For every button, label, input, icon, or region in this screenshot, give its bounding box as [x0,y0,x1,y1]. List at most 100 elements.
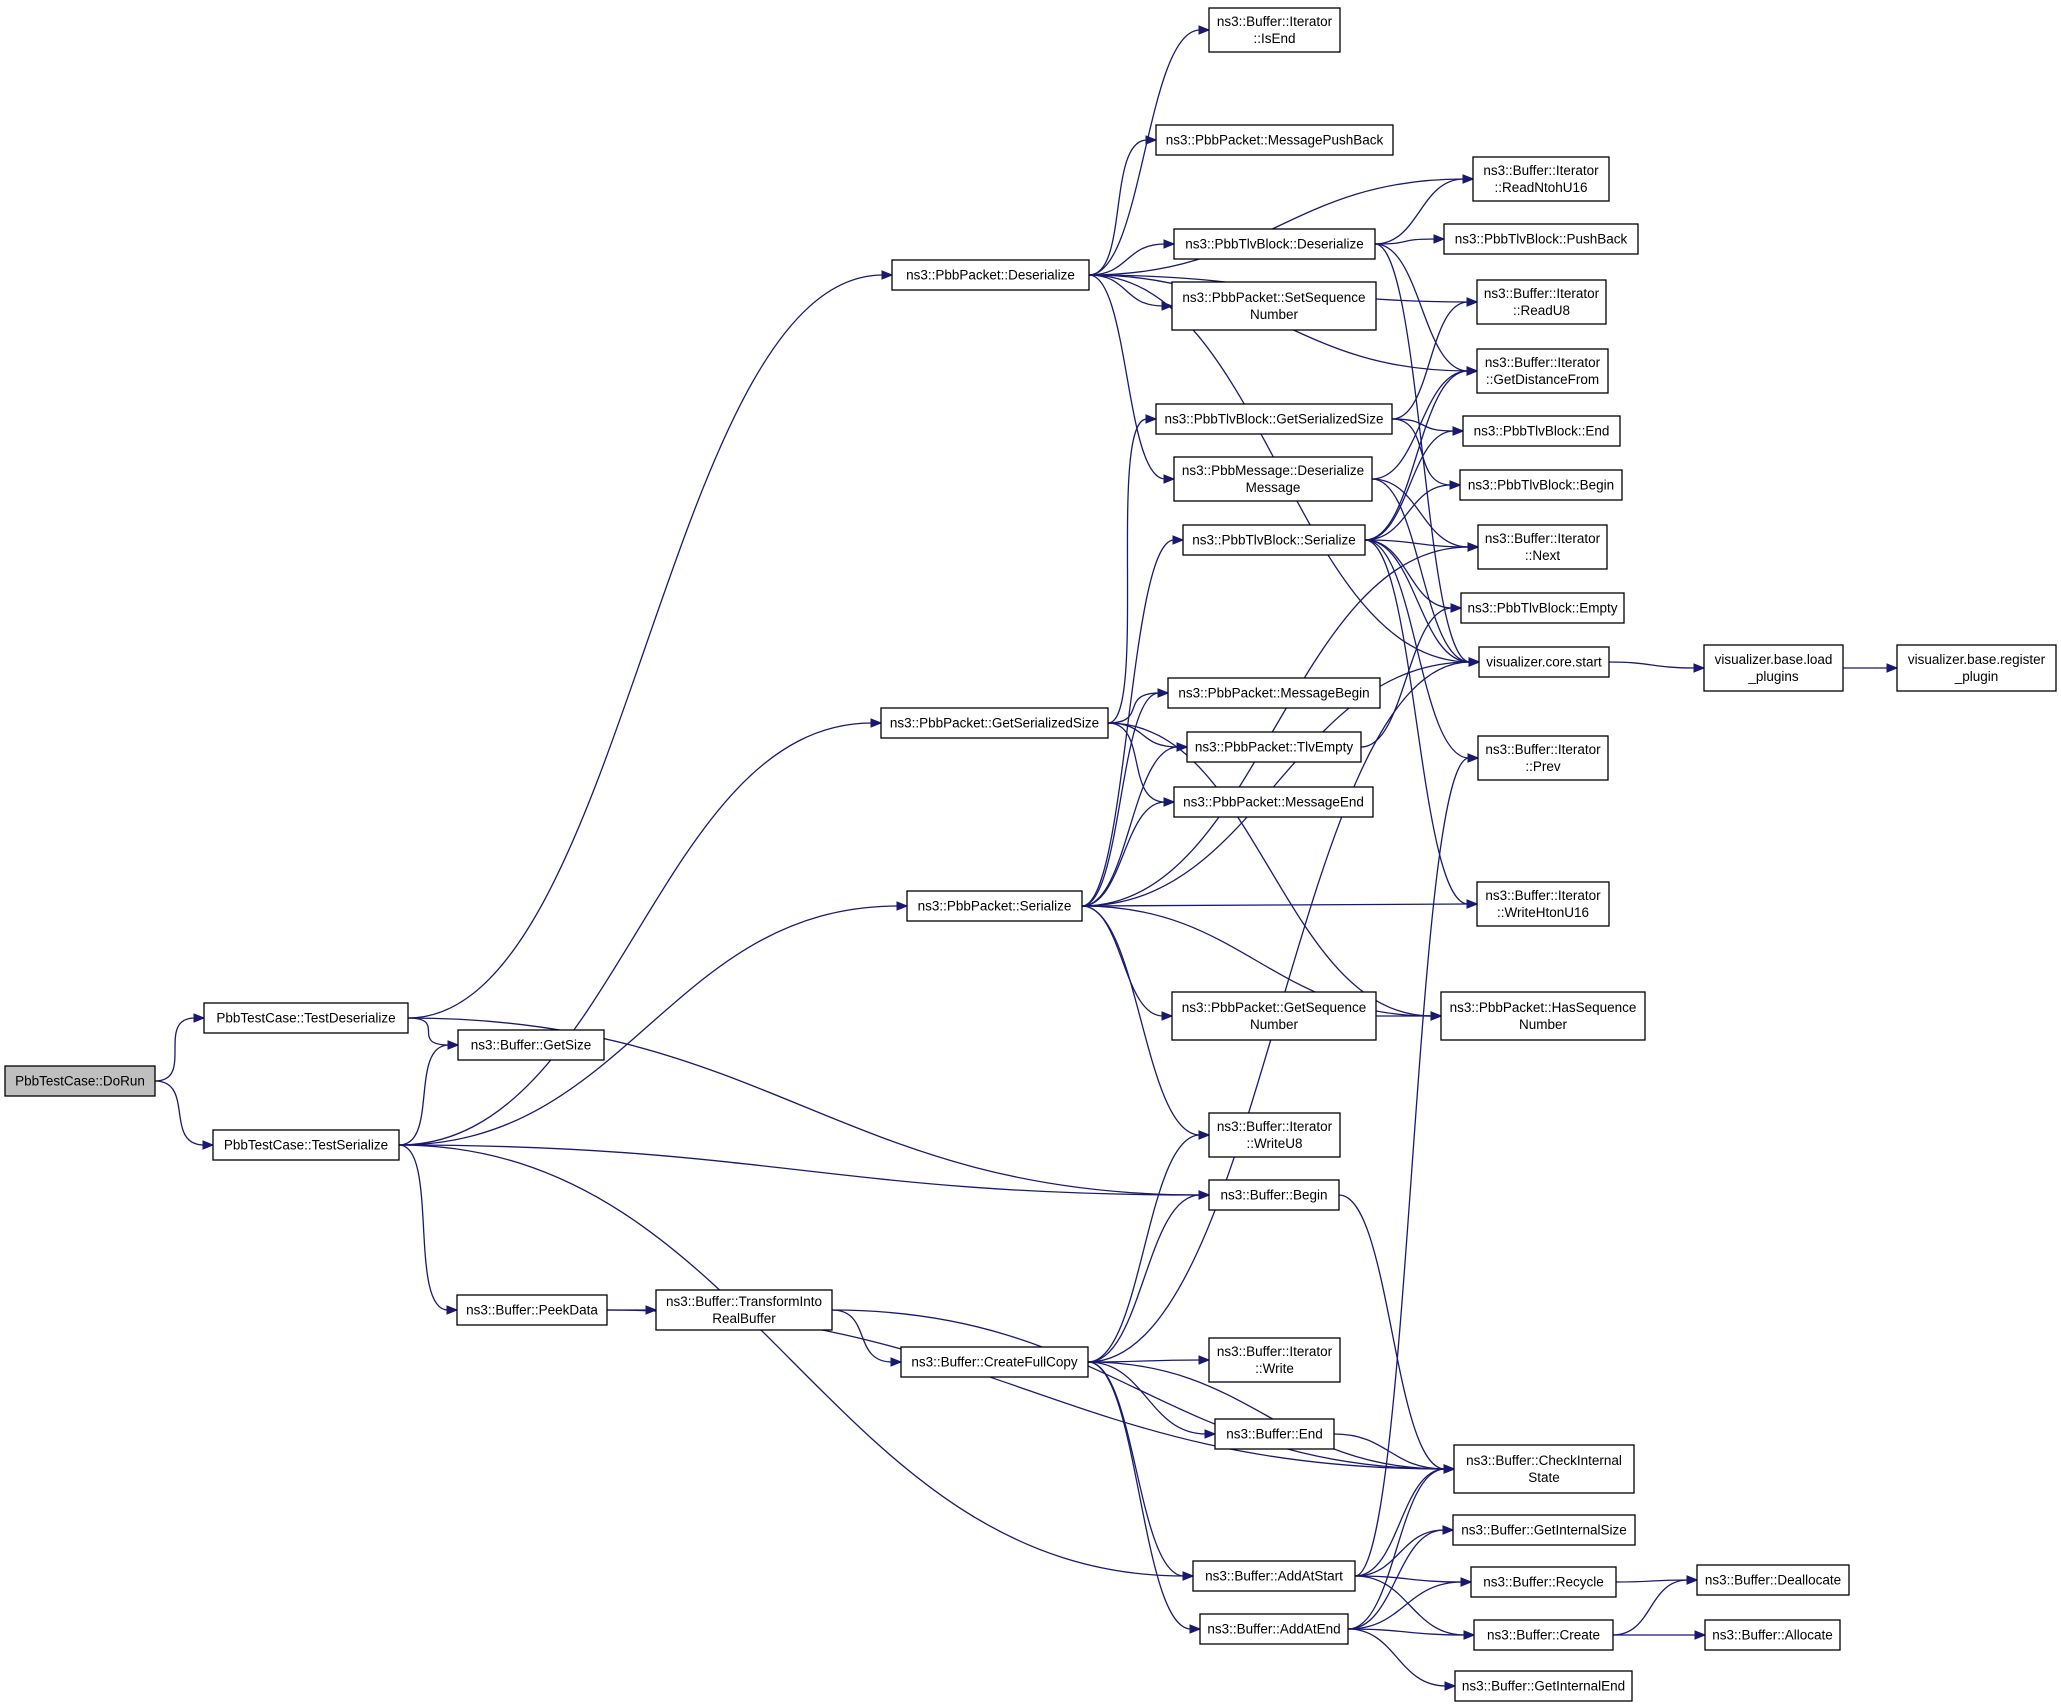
node-tlv_begin[interactable]: ns3::PbbTlvBlock::Begin [1459,469,1623,501]
node-box[interactable] [1478,646,1610,678]
node-label: ns3::Buffer::Recycle [1483,1575,1604,1590]
node-box[interactable] [1214,1418,1335,1450]
node-box[interactable] [1182,524,1366,556]
node-recycle[interactable]: ns3::Buffer::Recycle [1470,1566,1617,1598]
node-box[interactable] [1443,223,1639,255]
node-box[interactable] [1703,644,1844,692]
node-label: ns3::Buffer::CreateFullCopy [911,1355,1078,1370]
node-it_writehtonu16[interactable]: ns3::Buffer::Iterator::WriteHtonU16 [1476,881,1610,927]
node-vis_core_start[interactable]: visualizer.core.start [1478,646,1610,678]
node-it_next[interactable]: ns3::Buffer::Iterator::Next [1477,524,1608,570]
node-box[interactable] [1155,124,1394,156]
node-peekdata[interactable]: ns3::Buffer::PeekData [456,1294,608,1326]
node-box[interactable] [1452,1514,1636,1546]
node-box[interactable] [1173,786,1374,818]
node-vis_register_plugin[interactable]: visualizer.base.register_plugin [1896,644,2057,692]
node-box[interactable] [1155,403,1393,435]
node-buf_end[interactable]: ns3::Buffer::End [1214,1418,1335,1450]
node-box[interactable] [1896,644,2057,692]
node-vis_load_plugins[interactable]: visualizer.base.load_plugins [1703,644,1844,692]
node-box[interactable] [203,1002,409,1034]
node-box[interactable] [1476,279,1607,325]
node-box[interactable] [906,890,1083,922]
node-it_readu8[interactable]: ns3::Buffer::Iterator::ReadU8 [1476,279,1607,325]
node-box[interactable] [1173,228,1376,260]
node-it_getdistancefrom[interactable]: ns3::Buffer::Iterator::GetDistanceFrom [1476,348,1609,394]
node-it_writeu8[interactable]: ns3::Buffer::Iterator::WriteU8 [1208,1112,1341,1158]
node-box[interactable] [900,1346,1089,1378]
node-box[interactable] [1440,991,1646,1041]
node-allocate[interactable]: ns3::Buffer::Allocate [1704,1619,1841,1651]
node-box[interactable] [1208,1112,1341,1158]
node-tlv_deserialize[interactable]: ns3::PbbTlvBlock::Deserialize [1173,228,1376,260]
node-deallocate[interactable]: ns3::Buffer::Deallocate [1696,1564,1850,1596]
node-box[interactable] [1454,1670,1633,1702]
node-it_write[interactable]: ns3::Buffer::Iterator::Write [1208,1337,1341,1383]
node-box[interactable] [1186,731,1362,763]
node-box[interactable] [1199,1613,1349,1645]
node-box[interactable] [1477,735,1609,781]
node-pkt_deserialize[interactable]: ns3::PbbPacket::Deserialize [891,259,1090,291]
node-tlv_end[interactable]: ns3::PbbTlvBlock::End [1462,415,1621,447]
node-box[interactable] [1171,991,1377,1041]
node-box[interactable] [1470,1566,1617,1598]
node-box[interactable] [1192,1560,1356,1592]
node-dorun[interactable]: PbbTestCase::DoRun [4,1065,156,1097]
node-pkt_serialize[interactable]: ns3::PbbPacket::Serialize [906,890,1083,922]
node-getinternalend[interactable]: ns3::Buffer::GetInternalEnd [1454,1670,1633,1702]
node-msgpushback[interactable]: ns3::PbbPacket::MessagePushBack [1155,124,1394,156]
node-box[interactable] [880,707,1109,739]
node-label: ::ReadNtohU16 [1494,180,1587,195]
node-tlv_empty[interactable]: ns3::PbbTlvBlock::Empty [1460,592,1625,624]
node-box[interactable] [457,1029,605,1061]
node-box[interactable] [1459,469,1623,501]
node-box[interactable] [1208,1337,1341,1383]
node-box[interactable] [212,1129,400,1161]
node-box[interactable] [1462,415,1621,447]
node-box[interactable] [1473,1619,1614,1651]
node-addatend[interactable]: ns3::Buffer::AddAtEnd [1199,1613,1349,1645]
node-box[interactable] [1171,281,1377,331]
node-tlv_serialize[interactable]: ns3::PbbTlvBlock::Serialize [1182,524,1366,556]
node-box[interactable] [655,1289,833,1331]
node-box[interactable] [1477,524,1608,570]
node-it_prev[interactable]: ns3::Buffer::Iterator::Prev [1477,735,1609,781]
node-testserialize[interactable]: PbbTestCase::TestSerialize [212,1129,400,1161]
node-addatstart[interactable]: ns3::Buffer::AddAtStart [1192,1560,1356,1592]
node-box[interactable] [1476,348,1609,394]
node-msgend[interactable]: ns3::PbbPacket::MessageEnd [1173,786,1374,818]
node-box[interactable] [4,1065,156,1097]
node-box[interactable] [1696,1564,1850,1596]
node-createfullcopy[interactable]: ns3::Buffer::CreateFullCopy [900,1346,1089,1378]
node-box[interactable] [1704,1619,1841,1651]
node-box[interactable] [1167,677,1381,709]
node-tlv_pushback[interactable]: ns3::PbbTlvBlock::PushBack [1443,223,1639,255]
node-it_readntohu16[interactable]: ns3::Buffer::Iterator::ReadNtohU16 [1472,156,1610,202]
node-testdeserialize[interactable]: PbbTestCase::TestDeserialize [203,1002,409,1034]
node-box[interactable] [1208,7,1341,53]
node-box[interactable] [1208,1179,1340,1211]
node-box[interactable] [1173,456,1373,502]
node-getinternalsize[interactable]: ns3::Buffer::GetInternalSize [1452,1514,1636,1546]
node-box[interactable] [1460,592,1625,624]
node-box[interactable] [1472,156,1610,202]
node-msgbegin[interactable]: ns3::PbbPacket::MessageBegin [1167,677,1381,709]
node-buf_begin[interactable]: ns3::Buffer::Begin [1208,1179,1340,1211]
node-pkt_getserializedsize[interactable]: ns3::PbbPacket::GetSerializedSize [880,707,1109,739]
node-box[interactable] [456,1294,608,1326]
node-create[interactable]: ns3::Buffer::Create [1473,1619,1614,1651]
node-box[interactable] [1476,881,1610,927]
node-box[interactable] [891,259,1090,291]
node-box[interactable] [1453,1444,1635,1494]
node-getsize[interactable]: ns3::Buffer::GetSize [457,1029,605,1061]
node-tlv_getserializedsize[interactable]: ns3::PbbTlvBlock::GetSerializedSize [1155,403,1393,435]
node-tlvempty[interactable]: ns3::PbbPacket::TlvEmpty [1186,731,1362,763]
node-it_isend[interactable]: ns3::Buffer::Iterator::IsEnd [1208,7,1341,53]
